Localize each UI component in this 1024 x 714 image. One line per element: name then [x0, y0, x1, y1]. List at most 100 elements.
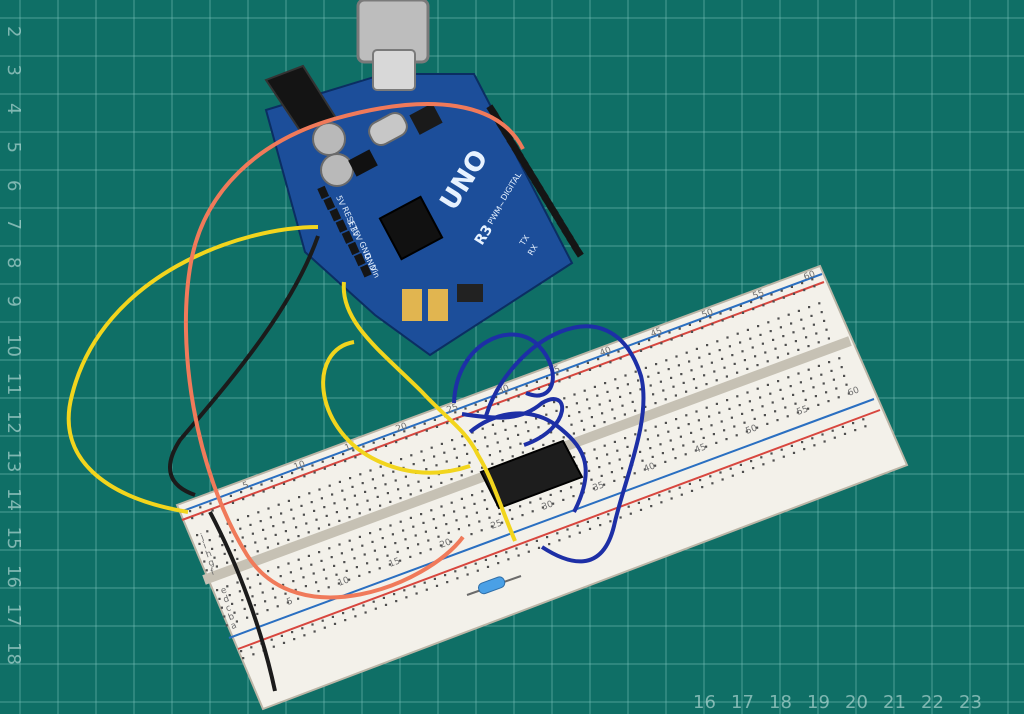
breadboard-hole: [750, 301, 753, 304]
breadboard-hole: [700, 428, 703, 431]
breadboard-hole: [242, 657, 245, 660]
breadboard-hole: [277, 542, 280, 545]
breadboard-hole: [395, 600, 398, 603]
breadboard-hole: [440, 481, 443, 484]
breadboard-hole: [616, 387, 619, 390]
breadboard-hole: [515, 388, 518, 391]
breadboard-hole: [463, 444, 466, 447]
breadboard-hole: [733, 362, 736, 365]
breadboard-hole: [294, 588, 297, 591]
breadboard-hole: [820, 311, 823, 314]
ic-chip-icon: [479, 439, 584, 510]
breadboard-hole: [845, 383, 848, 386]
breadboard-hole: [803, 448, 806, 451]
breadboard-hole: [293, 479, 296, 482]
breadboard-hole: [437, 535, 440, 538]
breadboard-hole: [454, 411, 457, 414]
breadboard-hole: [777, 317, 780, 320]
breadboard-hole: [779, 326, 782, 329]
breadboard-hole: [623, 476, 626, 479]
breadboard-hole: [433, 577, 436, 580]
breadboard-hole: [199, 506, 202, 509]
breadboard-hole: [661, 452, 664, 455]
breadboard-column-number: 40: [598, 345, 613, 359]
breadboard-hole: [580, 419, 583, 422]
breadboard-hole: [200, 551, 203, 554]
breadboard-hole: [864, 425, 867, 428]
breadboard-hole: [413, 426, 416, 429]
breadboard-hole: [486, 445, 489, 448]
breadboard-hole: [507, 399, 510, 402]
breadboard-hole: [394, 542, 397, 545]
breadboard-hole: [802, 390, 805, 393]
breadboard-hole: [568, 414, 571, 417]
breadboard-hole: [684, 453, 687, 456]
ruler-label: 9: [3, 296, 24, 307]
breadboard-hole: [346, 507, 349, 510]
ruler-label: 11: [3, 373, 24, 396]
ruler-label: 17: [3, 604, 24, 627]
breadboard-hole: [619, 516, 622, 519]
breadboard-hole: [250, 487, 253, 490]
breadboard-hole: [440, 505, 443, 508]
breadboard-hole: [568, 376, 571, 379]
breadboard-hole: [471, 494, 474, 497]
breadboard-hole: [558, 380, 561, 383]
breadboard-hole: [287, 562, 290, 565]
breadboard-hole: [427, 539, 430, 542]
breadboard-hole: [762, 304, 765, 307]
breadboard-hole: [463, 506, 466, 509]
breadboard-hole: [393, 434, 396, 437]
breadboard-hole: [211, 509, 214, 512]
small-chip-icon: [409, 103, 443, 135]
breadboard-hole: [495, 396, 498, 399]
jumper-wires: [66, 102, 646, 692]
breadboard-hole: [240, 650, 243, 653]
breadboard-hole: [688, 323, 691, 326]
breadboard-hole: [256, 612, 259, 615]
breadboard-hole: [502, 420, 505, 423]
breadboard-hole: [731, 474, 734, 477]
breadboard-hole: [481, 427, 484, 430]
breadboard-hole: [801, 282, 804, 285]
breadboard-hole: [286, 601, 289, 604]
breadboard-hole: [780, 289, 783, 292]
breadboard-hole: [586, 520, 589, 523]
breadboard-hole: [603, 444, 606, 447]
yellow-wire: [321, 340, 471, 475]
breadboard-column-number: 10: [336, 575, 351, 589]
breadboard-hole: [419, 552, 422, 555]
breadboard-hole: [201, 513, 204, 516]
breadboard-hole: [394, 479, 397, 482]
breadboard-hole: [668, 490, 671, 493]
breadboard-hole: [342, 612, 345, 615]
breadboard-hole: [598, 466, 601, 469]
breadboard-hole: [597, 358, 600, 361]
breadboard-hole: [519, 442, 522, 445]
breadboard-hole: [801, 441, 804, 444]
breadboard-hole: [372, 441, 375, 444]
breadboard-hole: [725, 438, 728, 441]
breadboard-hole: [333, 502, 336, 505]
breadboard-hole: [266, 546, 269, 549]
breadboard-hole: [338, 480, 341, 483]
breadboard-hole: [537, 426, 540, 429]
breadboard-hole: [586, 361, 589, 364]
breadboard-hole: [269, 516, 272, 519]
breadboard-hole: [393, 593, 396, 596]
breadboard-hole: [315, 581, 318, 584]
ruler-label: 14: [3, 488, 24, 511]
breadboard-hole: [484, 399, 487, 402]
breadboard-hole: [307, 554, 310, 557]
breadboard-hole: [621, 404, 624, 407]
breadboard-hole: [335, 511, 338, 514]
breadboard-hole: [761, 342, 764, 345]
breadboard-hole: [614, 378, 617, 381]
breadboard-hole: [804, 398, 807, 401]
header-label: 5V: [351, 229, 364, 243]
breadboard-hole: [825, 391, 828, 394]
resistor-icon: [466, 575, 522, 596]
breadboard-hole: [746, 328, 749, 331]
breadboard-hole: [649, 447, 652, 450]
